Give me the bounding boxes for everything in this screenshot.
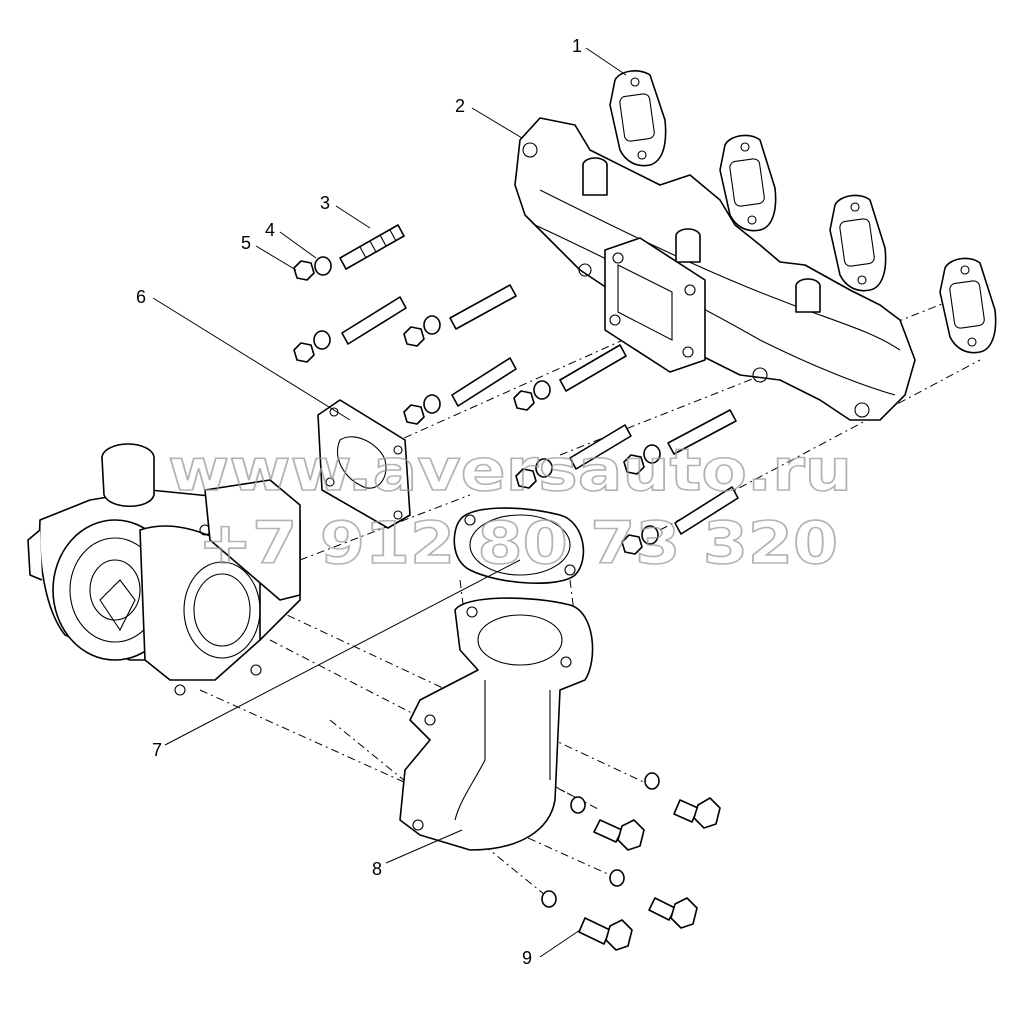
turbocharger <box>27 443 301 696</box>
callout-8: 8 <box>372 859 382 879</box>
bolt-a <box>644 772 721 829</box>
callout-labels: 1 2 3 4 5 6 7 8 9 <box>136 36 582 968</box>
studs <box>339 224 739 535</box>
callout-3: 3 <box>320 193 330 213</box>
exhaust-elbow <box>399 597 594 851</box>
bolt-b <box>570 796 645 851</box>
turbo-flange-gasket <box>317 399 411 529</box>
watermark-site: www.aversauto.ru <box>168 436 852 504</box>
leader-lines <box>152 47 627 958</box>
bolt-d-9 <box>541 890 633 951</box>
nut-5 <box>293 260 315 281</box>
gasket-1c <box>829 194 887 292</box>
callout-1: 1 <box>572 36 582 56</box>
callout-7: 7 <box>152 740 162 760</box>
callout-5: 5 <box>241 233 251 253</box>
watermark-phone: +7 912 80 73 320 <box>198 509 838 577</box>
watermark: www.aversauto.ru +7 912 80 73 320 <box>167 435 853 578</box>
callout-4: 4 <box>265 220 275 240</box>
stud-3 <box>339 224 405 270</box>
nuts <box>293 260 645 555</box>
manifold-gaskets <box>609 70 997 354</box>
washers <box>313 256 661 545</box>
callout-6: 6 <box>136 287 146 307</box>
exhaust-manifold <box>514 117 916 421</box>
callout-9: 9 <box>522 948 532 968</box>
washer-4 <box>314 256 332 276</box>
bolt-c <box>609 869 698 929</box>
gasket-1b <box>719 134 777 232</box>
exhaust-elbow-gasket <box>453 507 585 584</box>
bolts <box>541 772 721 951</box>
callout-2: 2 <box>455 96 465 116</box>
gasket-1a <box>609 70 667 167</box>
gasket-1d <box>939 257 997 354</box>
